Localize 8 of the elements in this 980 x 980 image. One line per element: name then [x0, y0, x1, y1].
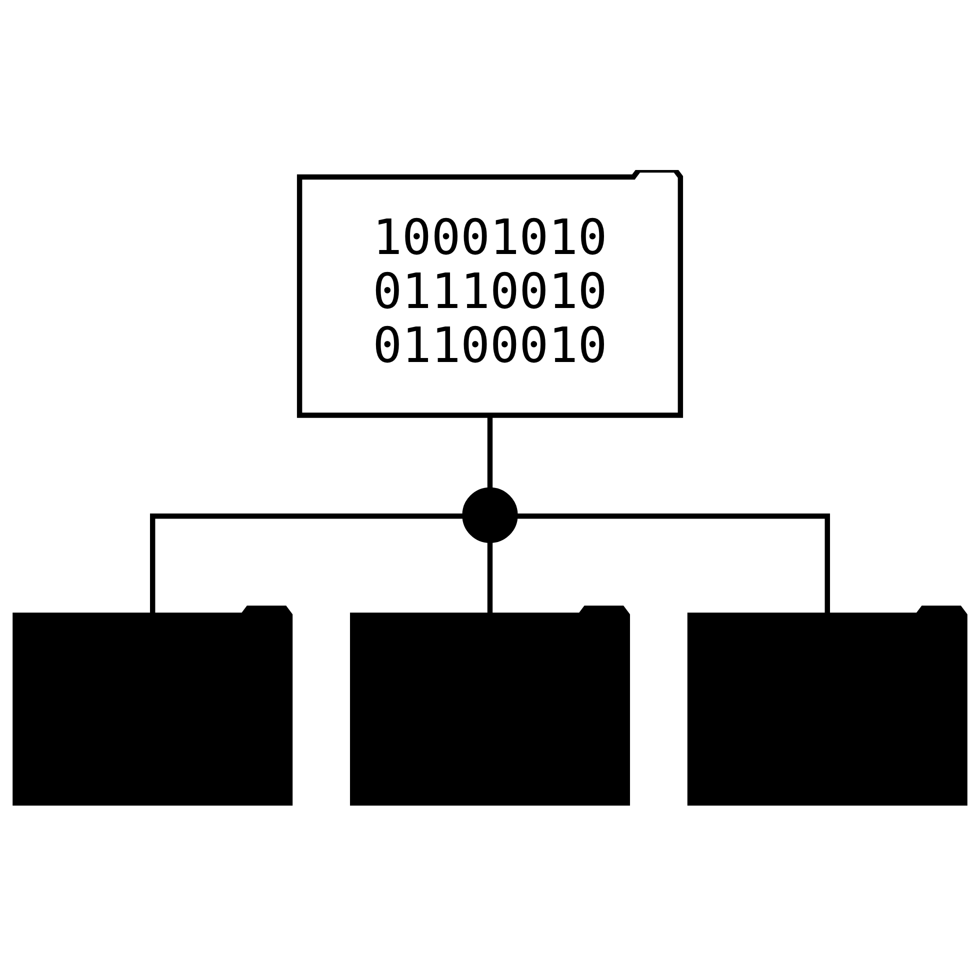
connector	[150, 513, 465, 615]
connector	[487, 540, 493, 615]
node-circle	[462, 487, 518, 544]
connector	[487, 415, 493, 490]
node-folder	[350, 606, 630, 806]
node-folder	[687, 606, 968, 806]
connector	[515, 513, 830, 615]
node-folder	[12, 606, 293, 806]
